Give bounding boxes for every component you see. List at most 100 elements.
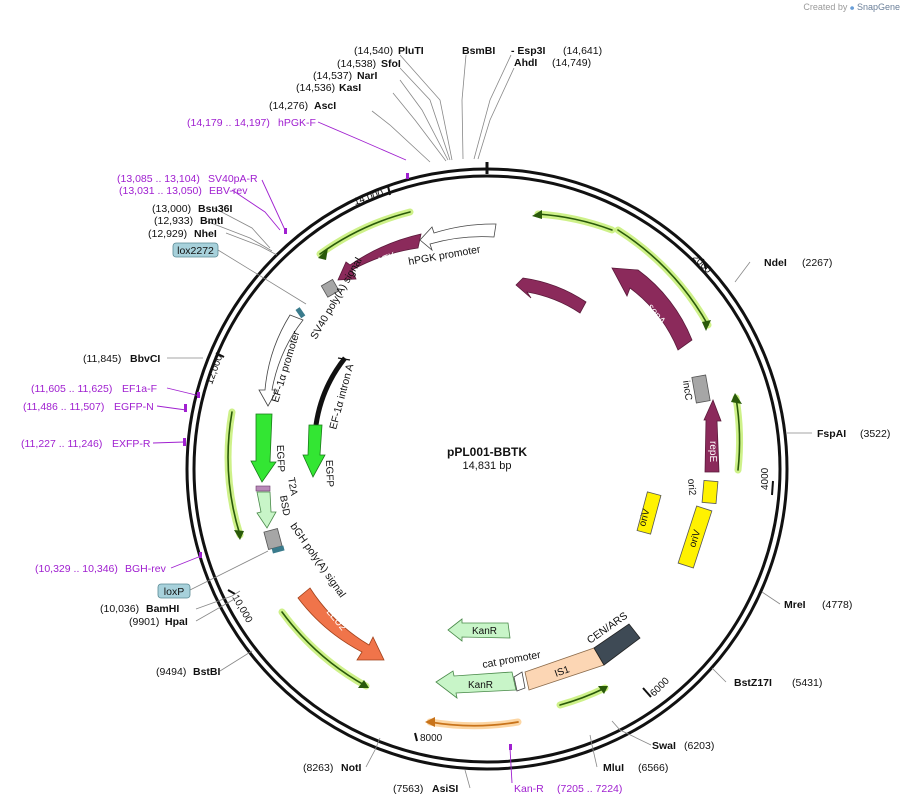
- feature-bGH-polyA: bGH poly(A) signal: [263, 521, 348, 600]
- primer-name: SV40pA-R: [208, 173, 258, 185]
- primer-range: (13,085 .. 13,104): [117, 173, 200, 185]
- enzyme-pos: (6566): [638, 762, 668, 774]
- enzyme-name: AscI: [314, 100, 336, 112]
- enzyme-name: Bsu36I: [198, 203, 233, 215]
- feature-label: incC: [680, 380, 694, 401]
- enzyme-pos: (6203): [684, 740, 714, 752]
- enzyme-name: NheI: [194, 228, 217, 240]
- enzyme-name: PluTI: [398, 45, 424, 57]
- primer-range: (11,486 .. 11,507): [23, 401, 104, 413]
- tick-label: 8000: [420, 733, 443, 744]
- primer-marks: [183, 173, 512, 750]
- feature-hPGK-promoter: hPGK promoter: [407, 223, 497, 268]
- enzyme-name: SfoI: [381, 58, 401, 70]
- enzyme-pos: (5431): [792, 677, 822, 689]
- primer-range: (10,329 .. 10,346): [35, 563, 118, 575]
- feature-label: oriV: [637, 507, 652, 527]
- enzyme-name: BamHI: [146, 603, 179, 615]
- feature-KanR-2: KanR: [435, 670, 517, 699]
- enzyme-name: HpaI: [165, 616, 188, 628]
- feature-KanR-1: KanR: [447, 618, 511, 642]
- enzyme-pos: (8263): [303, 762, 333, 774]
- enzyme-name: BmtI: [200, 215, 223, 227]
- tick-label: 14,000: [353, 188, 386, 208]
- feature-EF1a-promoter: EF-1α promoter: [258, 314, 304, 407]
- backbone-inner: [192, 174, 782, 764]
- primer-range: (7205 .. 7224): [557, 783, 622, 795]
- tick-label: 4000: [760, 467, 771, 490]
- feature-label: ori2: [685, 478, 697, 496]
- enzyme-name: BbvCI: [130, 353, 160, 365]
- feature-ori2: ori2: [685, 478, 719, 505]
- enzyme-pos: (13,000): [152, 203, 191, 215]
- feature-oriV-2: oriV: [677, 505, 713, 569]
- primer-name: EXFP-R: [112, 438, 151, 450]
- feature-EF1a-intronA: EF-1α intron A: [313, 356, 356, 431]
- snapgene-logo-icon: ⦁: [849, 2, 855, 12]
- primer-range: (11,227 .. 11,246): [21, 438, 102, 450]
- snapgene-credit: Created by ⦁ SnapGene: [803, 2, 900, 13]
- lox2272-site: [295, 307, 306, 319]
- loxP-label: loxP: [157, 583, 191, 599]
- enzyme-pos: (14,537): [313, 70, 352, 82]
- feature-BSD: BSD: [256, 491, 291, 529]
- tick-14000: 14,000: [353, 185, 391, 208]
- enzyme-leaders: [167, 54, 812, 789]
- primer-name: Kan-R: [514, 783, 544, 795]
- plasmid-size: 14,831 bp: [463, 460, 512, 472]
- enzyme-pos: (11,845): [83, 353, 121, 365]
- loxP-leader: [189, 550, 269, 591]
- loxP-text: loxP: [164, 586, 184, 598]
- feature-sopB: sopB: [515, 277, 587, 316]
- enzyme-pos: (2267): [802, 257, 832, 269]
- enzyme-name: - Esp3I: [511, 45, 546, 57]
- primer-labels: (14,179 .. 14,197) hPGK-F (13,085 .. 13,…: [21, 117, 622, 795]
- tick-4000: 4000: [760, 467, 774, 496]
- primer-name: EF1a-F: [122, 383, 157, 395]
- enzyme-pos: (10,036): [100, 603, 139, 615]
- enzyme-name: NotI: [341, 762, 361, 774]
- primer-name: BGH-rev: [125, 563, 167, 575]
- enzyme-name: SwaI: [652, 740, 676, 752]
- enzyme-name: AhdI: [514, 57, 537, 69]
- tick-2000: 2000: [690, 252, 714, 276]
- feature-label: IS1: [553, 664, 571, 680]
- enzyme-pos: (4778): [822, 599, 852, 611]
- enzyme-name: MluI: [603, 762, 624, 774]
- feature-label: oriV: [687, 528, 703, 549]
- enzyme-labels: (14,540) PluTI (14,538) SfoI (14,537) Na…: [83, 45, 890, 795]
- feature-label: SV40 poly(A) signal: [308, 256, 365, 342]
- loxP-site: [271, 545, 285, 554]
- primer-name: hPGK-F: [278, 117, 316, 129]
- enzyme-pos: (12,929): [148, 228, 187, 240]
- enzyme-name: BsmBI: [462, 45, 495, 57]
- enzyme-pos: (3522): [860, 428, 890, 440]
- enzyme-pos: (12,933): [154, 215, 193, 227]
- feature-label: EF-1α intron A: [327, 363, 356, 431]
- primer-name: EGFP-N: [114, 401, 154, 413]
- tick-label: 6000: [648, 675, 672, 699]
- enzyme-pos: (14,641): [563, 45, 602, 57]
- enzyme-pos: (14,276): [269, 100, 308, 112]
- feature-SV40-polyA: SV40 poly(A) signal: [308, 256, 365, 342]
- tick-label: 2000: [690, 252, 714, 276]
- lox2272-label: lox2272: [172, 242, 219, 258]
- tick-10000: 10,000: [227, 589, 254, 625]
- primer-range: (13,031 .. 13,050): [119, 185, 202, 197]
- enzyme-name: BstBI: [193, 666, 221, 678]
- orf-arrowheads: [234, 210, 742, 727]
- feature-label: EGFP: [323, 460, 335, 488]
- enzyme-pos: (9901): [129, 616, 159, 628]
- feature-label: T2A: [285, 477, 299, 497]
- primer-range: (11,605 .. 11,625): [31, 383, 112, 395]
- enzyme-name: AsiSI: [432, 783, 458, 795]
- enzyme-pos: (14,538): [337, 58, 376, 70]
- feature-label: KanR: [468, 680, 493, 691]
- feature-label: repE: [707, 441, 718, 462]
- enzyme-pos: (14,540): [354, 45, 393, 57]
- enzyme-pos: (9494): [156, 666, 186, 678]
- tick-label: 10,000: [229, 593, 254, 625]
- enzyme-name: KasI: [339, 82, 361, 94]
- primer-name: EBV-rev: [209, 185, 248, 197]
